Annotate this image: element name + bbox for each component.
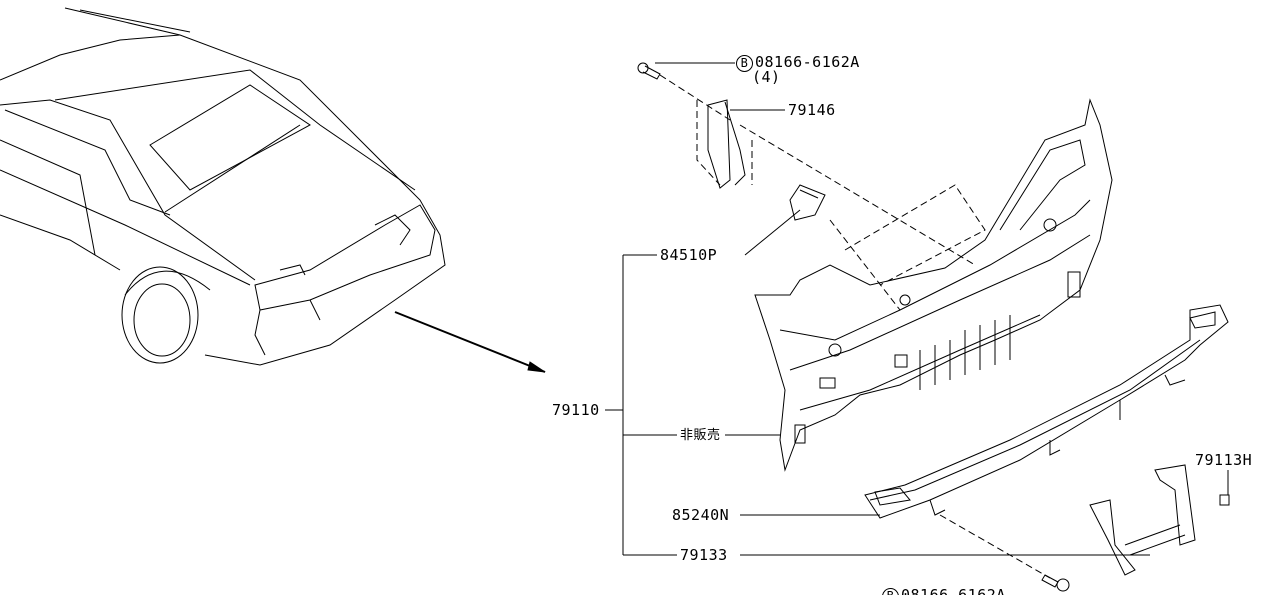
bolt-bottom-icon <box>1041 574 1070 592</box>
part-number: 08166-6162A <box>755 53 860 71</box>
bolt-b-marker: B <box>736 55 753 72</box>
callout-79133[interactable]: 79133 <box>680 546 728 564</box>
direction-arrow <box>394 311 546 373</box>
bolt-top-icon <box>637 62 661 80</box>
reinforcement-85240n-icon <box>864 304 1229 519</box>
rear-panel-icon <box>754 98 1113 472</box>
leader-lines <box>605 62 1229 556</box>
callout-84510p[interactable]: 84510P <box>660 246 718 264</box>
callout-79146[interactable]: 79146 <box>788 101 836 119</box>
callout-79110[interactable]: 79110 <box>552 401 600 419</box>
dashed-guides <box>659 74 1051 579</box>
clip-79113h-icon <box>1219 494 1230 506</box>
car-illustration <box>0 7 446 366</box>
bolt-b-marker: B <box>882 588 899 595</box>
callout-85240n[interactable]: 85240N <box>672 506 730 524</box>
callout-bolt-top-qty: (4) <box>752 68 781 86</box>
bracket-79146-icon <box>707 99 746 189</box>
part-number: 08166-6162A <box>901 586 1006 595</box>
clip-84510p-icon <box>789 184 826 221</box>
callout-not-for-sale: 非販売 <box>680 428 721 443</box>
callout-79113h[interactable]: 79113H <box>1195 451 1253 469</box>
stay-79133-icon <box>1089 464 1196 576</box>
